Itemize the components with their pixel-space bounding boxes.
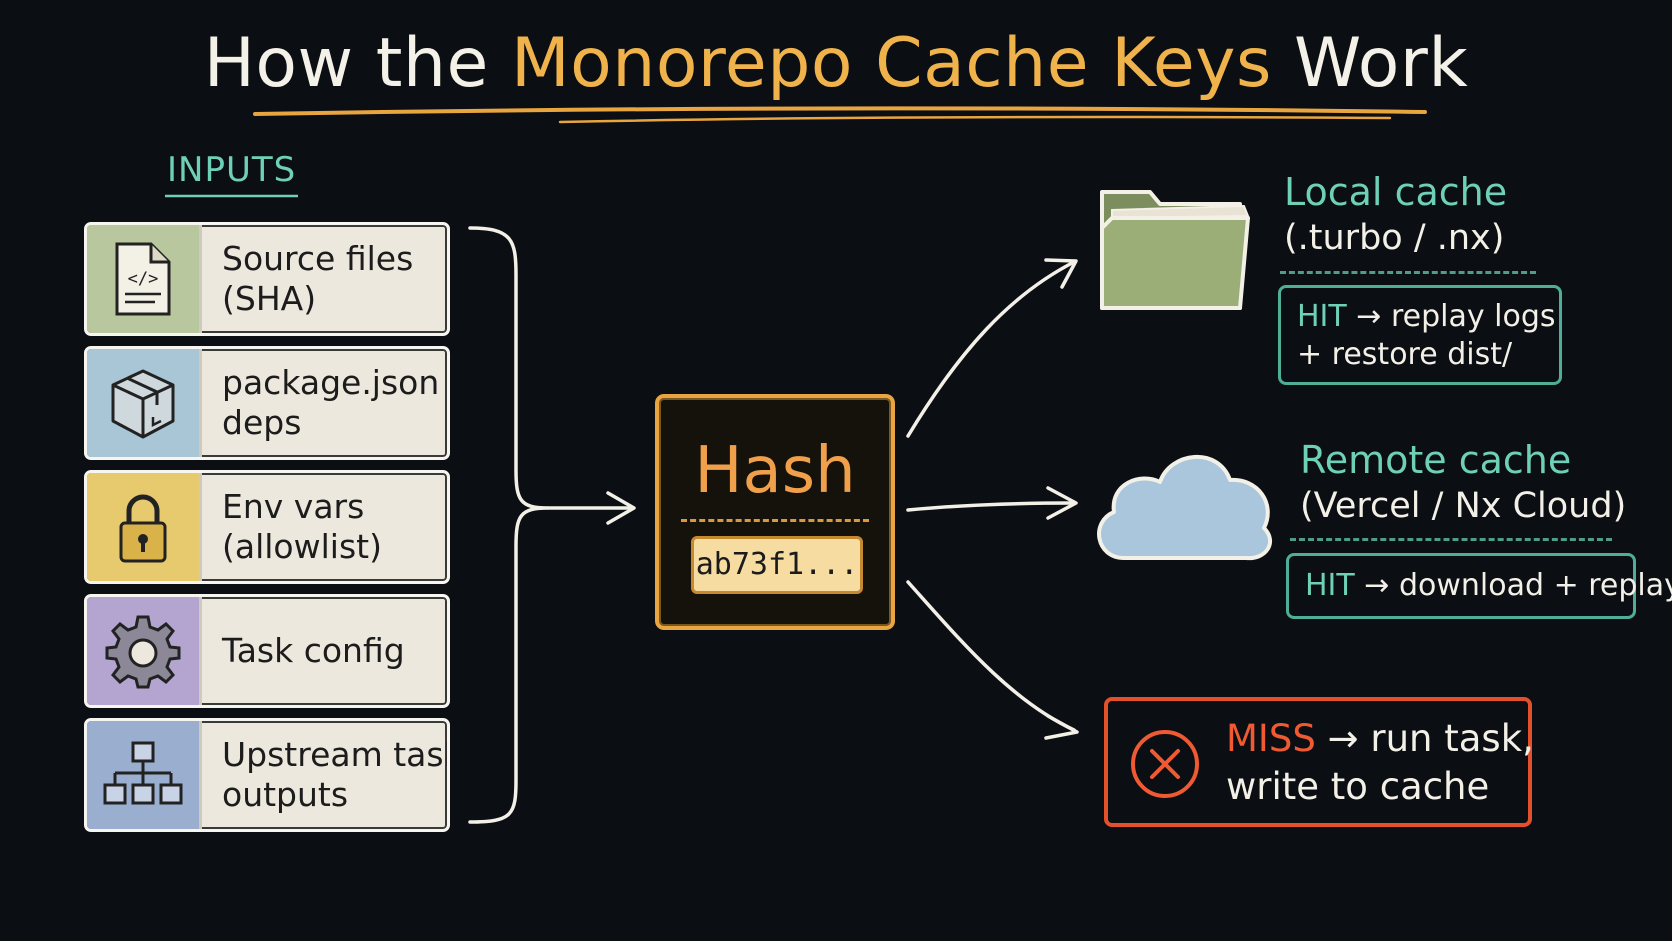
title-highlight: Monorepo Cache Keys: [510, 24, 1272, 103]
miss-label: MISS: [1226, 717, 1316, 760]
local-hit-label: HIT: [1297, 299, 1347, 334]
package-box-icon: [87, 349, 202, 457]
remote-hit-label: HIT: [1305, 568, 1355, 603]
remote-hit-arrow: →: [1364, 568, 1390, 603]
gear-icon: [87, 597, 202, 705]
padlock-icon: [87, 473, 202, 581]
arrow-to-local-head: [1044, 258, 1078, 289]
arrow-to-remote: [906, 501, 1076, 512]
local-hit-line1: replay logs: [1390, 299, 1556, 334]
miss-box: MISS → run task, write to cache: [1104, 697, 1534, 827]
svg-text:</>: </>: [128, 269, 159, 289]
local-hit-arrow: →: [1356, 299, 1382, 334]
remote-hit-text: download + replay: [1398, 568, 1672, 603]
miss-line1: run task,: [1370, 717, 1534, 760]
miss-arrow: →: [1327, 717, 1359, 760]
inputs-label: INPUTS: [167, 150, 297, 190]
arrow-to-local: [906, 260, 1076, 438]
hash-divider: [681, 519, 869, 522]
miss-line2: write to cache: [1226, 765, 1490, 808]
remote-cache-subtitle: (Vercel / Nx Cloud): [1300, 486, 1627, 526]
input-label-line2: outputs: [222, 775, 349, 814]
input-label-line1: Env vars: [222, 487, 365, 526]
remote-divider: [1290, 538, 1612, 541]
input-label-line1: Upstream task: [222, 735, 450, 774]
hash-value: ab73f1...: [691, 536, 863, 594]
input-label-line2: (SHA): [222, 279, 317, 318]
page-title: How the Monorepo Cache Keys Work: [0, 22, 1672, 106]
arrow-to-remote-head: [1046, 486, 1078, 520]
hash-box: Hash ab73f1...: [655, 394, 895, 630]
title-prefix: How the: [203, 24, 489, 103]
inputs-brace: [468, 226, 549, 824]
title-underline: [253, 106, 1427, 116]
local-divider: [1280, 271, 1536, 274]
local-hit-box: HIT → replay logs + restore dist/: [1278, 285, 1562, 385]
input-card-task-config: Task config: [84, 594, 450, 708]
remote-cache-title: Remote cache: [1300, 438, 1572, 482]
input-label-line1: Task config: [222, 631, 405, 670]
remote-hit-box: HIT → download + replay: [1286, 553, 1672, 619]
error-x-icon: [1128, 727, 1202, 805]
input-label-line2: deps: [222, 403, 302, 442]
cloud-icon: [1088, 438, 1280, 570]
input-label-line2: (allowlist): [222, 527, 382, 566]
title-suffix: Work: [1294, 24, 1469, 103]
tree-hierarchy-icon: [87, 721, 202, 829]
input-label-line1: Source files: [222, 239, 414, 278]
input-label-line1: package.json: [222, 363, 440, 402]
arrow-to-hash-head: [606, 491, 636, 525]
hash-title: Hash: [694, 434, 856, 508]
code-file-icon: </>: [87, 225, 202, 333]
local-cache-subtitle: (.turbo / .nx): [1284, 218, 1505, 258]
local-hit-line2: + restore dist/: [1297, 337, 1513, 372]
title-underline-2: [558, 115, 1392, 124]
folder-icon: [1098, 172, 1252, 318]
input-card-package-json: package.json deps: [84, 346, 450, 460]
arrow-to-miss-head: [1044, 714, 1079, 740]
arrow-to-miss: [906, 580, 1076, 732]
input-card-upstream-outputs: Upstream task outputs: [84, 718, 450, 832]
input-card-env-vars: Env vars (allowlist): [84, 470, 450, 584]
input-card-source-files: </> Source files (SHA): [84, 222, 450, 336]
local-cache-title: Local cache: [1284, 170, 1508, 214]
